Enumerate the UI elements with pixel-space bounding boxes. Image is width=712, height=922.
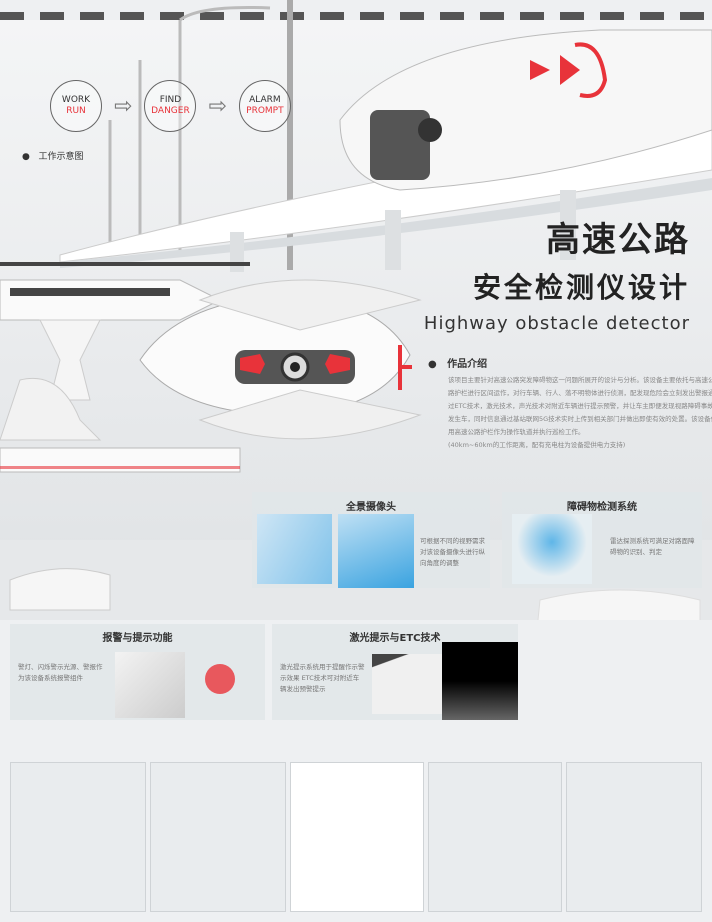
- intro-heading-text: 作品介绍: [447, 359, 488, 370]
- night-view-image: [442, 642, 518, 720]
- feature-panel-laser-etc: 激光提示与ETC技术 激光提示系统用于提醒作示警示效果 ETC技术可对附近车辆发…: [272, 624, 518, 720]
- step-label: ALARM: [249, 95, 281, 105]
- panel-title: 激光提示与ETC技术: [349, 633, 441, 644]
- workflow-caption: ● 工作示意图: [22, 152, 84, 162]
- intro-heading: ● 作品介绍: [428, 359, 488, 370]
- panel-title: 障碍物检测系统: [567, 502, 637, 513]
- panel-text: 雷达探测系统可满足对路面障碍物的识别、判定: [610, 537, 695, 556]
- sketch-image: [150, 762, 286, 912]
- sketch-image-highlight: [290, 762, 424, 912]
- arrow-right-icon: ⇨: [208, 93, 227, 119]
- camera-fov-image: [338, 514, 414, 588]
- laser-detail-image: [372, 654, 442, 714]
- alarm-light-image: [205, 664, 235, 694]
- feature-panel-obstacle: 障碍物检测系统 雷达探测系统可满足对路面障碍物的识别、判定: [502, 492, 702, 588]
- alarm-detail-image: [115, 652, 185, 718]
- step-label: FIND: [159, 95, 182, 105]
- panel-title: 全景摄像头: [346, 502, 396, 513]
- panel-title: 报警与提示功能: [102, 633, 173, 644]
- camera-view-image: [257, 514, 332, 584]
- intro-note: (40km~60km的工作距离，配有充电柱为设备提供电力支持): [448, 441, 626, 449]
- step-label: WORK: [61, 95, 91, 105]
- radar-view-image: [512, 514, 592, 584]
- product-render-illustration: [0, 0, 712, 620]
- step-sublabel: DANGER: [151, 106, 190, 116]
- intro-section: ● 作品介绍 该项目主要针对高速公路突发障碍物这一问题所展开的设计与分析。该设备…: [428, 355, 712, 452]
- workflow-caption-text: 工作示意图: [38, 152, 84, 162]
- step-sublabel: RUN: [66, 106, 86, 116]
- sketch-image: [10, 762, 146, 912]
- sketch-image: [566, 762, 702, 912]
- step-sublabel: PROMPT: [246, 106, 284, 116]
- title-line2: 安全检测仪设计: [472, 271, 690, 304]
- top-dashed-border: [0, 12, 712, 20]
- intro-body: 该项目主要针对高速公路突发障碍物这一问题所展开的设计与分析。该设备主要依托与高速…: [448, 376, 712, 436]
- sketch-image: [428, 762, 562, 912]
- feature-panel-camera: 全景摄像头 可根据不同的视野需求对该设备摄像头进行纵向角度的调整: [252, 492, 490, 588]
- title-english: Highway obstacle detector: [423, 313, 690, 334]
- panel-text: 激光提示系统用于提醒作示警示效果 ETC技术可对附近车辆发出预警提示: [280, 663, 365, 693]
- title-line1: 高速公路: [546, 220, 690, 260]
- panel-text: 警灯、闪烁警示光源、警报作为该设备系统报警组件: [18, 663, 103, 682]
- arrow-right-icon: ⇨: [114, 93, 133, 119]
- panel-text: 可根据不同的视野需求对该设备摄像头进行纵向角度的调整: [420, 537, 485, 567]
- feature-panel-alarm: 报警与提示功能 警灯、闪烁警示光源、警报作为该设备系统报警组件: [10, 624, 265, 720]
